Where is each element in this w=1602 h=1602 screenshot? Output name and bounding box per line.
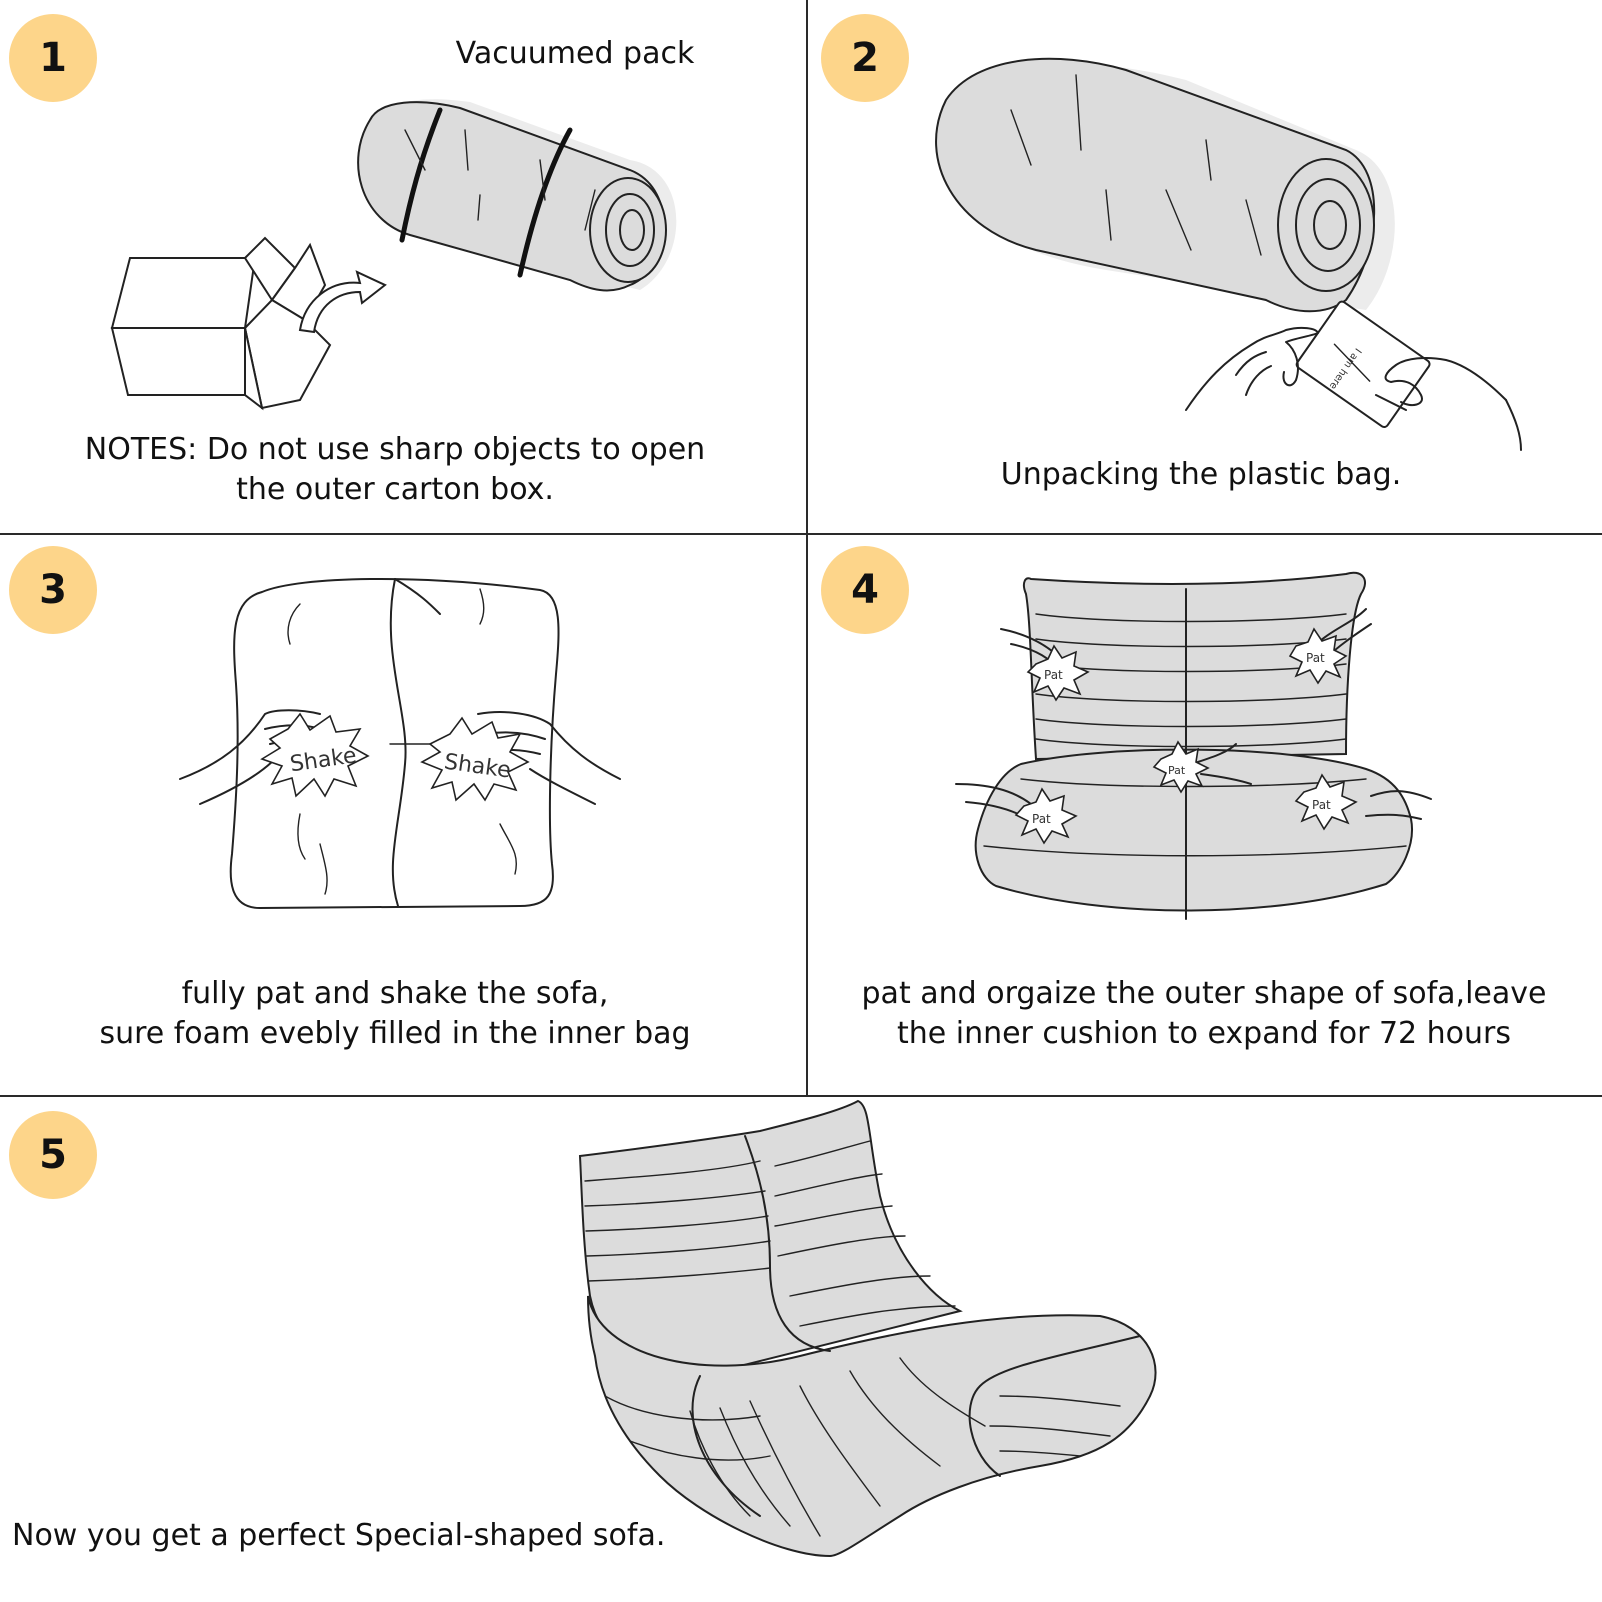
step-1-panel: 1 Vacuumed pack NOT bbox=[0, 0, 806, 533]
step-3-panel: 3 Shake Shake fully pat and shake the so… bbox=[0, 534, 806, 1095]
caption-line: sure foam evebly filled in the inner bag bbox=[99, 1016, 691, 1051]
pat-burst: Pat bbox=[1288, 627, 1348, 685]
shake-burst-right: Shake bbox=[420, 716, 530, 802]
divider-horizontal-1 bbox=[0, 533, 1602, 535]
hand-right-icon bbox=[1375, 356, 1522, 451]
caption-line: the inner cushion to expand for 72 hours bbox=[896, 1016, 1512, 1051]
sofa-seat bbox=[974, 748, 1413, 912]
step-4-badge: 4 bbox=[821, 546, 909, 634]
burst-label: Pat bbox=[1044, 668, 1063, 682]
vacuum-roll bbox=[357, 101, 665, 292]
burst-label: Pat bbox=[1312, 798, 1331, 812]
step-3-illustration: Shake Shake bbox=[179, 577, 621, 910]
step-2-illustration: I am here bbox=[935, 57, 1522, 451]
step-4-caption: pat and orgaize the outer shape of sofa,… bbox=[806, 974, 1602, 1054]
arrow-icon bbox=[298, 270, 387, 334]
step-2-badge: 2 bbox=[821, 14, 909, 102]
step-1-badge: 1 bbox=[9, 14, 97, 102]
caption-line: pat and orgaize the outer shape of sofa,… bbox=[861, 976, 1547, 1011]
hand-left-icon bbox=[1185, 326, 1319, 411]
step-5-illustration bbox=[578, 1099, 1157, 1558]
step-3-badge: 3 bbox=[9, 546, 97, 634]
burst-label: Pat bbox=[1032, 812, 1051, 826]
step-4-panel: 4 Pat Pat Pat bbox=[806, 534, 1602, 1095]
caption-line: the outer carton box. bbox=[236, 472, 554, 507]
step-4-illustration: Pat Pat Pat Pat Pat bbox=[955, 571, 1432, 920]
step-1-title: Vacuumed pack bbox=[455, 36, 695, 71]
label-card: I am here bbox=[1295, 300, 1431, 429]
pat-burst: Pat bbox=[1294, 773, 1358, 831]
step-5-badge: 5 bbox=[9, 1111, 97, 1199]
step-3-caption: fully pat and shake the sofa, sure foam … bbox=[0, 974, 790, 1054]
finished-sofa-backrest bbox=[578, 1099, 963, 1378]
shake-burst-left: Shake bbox=[260, 712, 370, 798]
divider-vertical-top bbox=[806, 0, 808, 1096]
pat-burst: Pat bbox=[1014, 787, 1078, 845]
divider-horizontal-2 bbox=[0, 1095, 1602, 1097]
plastic-bag-roll bbox=[935, 57, 1376, 313]
caption-line: Unpacking the plastic bag. bbox=[1000, 457, 1402, 492]
caption-line: fully pat and shake the sofa, bbox=[181, 976, 609, 1011]
burst-label: Pat bbox=[1168, 764, 1186, 777]
step-5-caption: Now you get a perfect Special-shaped sof… bbox=[12, 1516, 665, 1556]
burst-label: Pat bbox=[1306, 651, 1325, 665]
step-5-panel: 5 Now you get a perfect Specia bbox=[0, 1096, 1602, 1602]
step-1-illustration bbox=[110, 99, 677, 411]
pat-burst: Pat bbox=[1026, 644, 1090, 702]
pat-burst: Pat bbox=[1152, 740, 1210, 794]
step-2-panel: 2 I am here Unpacking the pl bbox=[806, 0, 1602, 533]
caption-line: Now you get a perfect Special-shaped sof… bbox=[12, 1518, 666, 1553]
step-1-caption: NOTES: Do not use sharp objects to open … bbox=[0, 430, 790, 510]
carton-box-icon bbox=[110, 236, 332, 411]
caption-line: NOTES: Do not use sharp objects to open bbox=[84, 432, 706, 467]
step-2-caption: Unpacking the plastic bag. bbox=[806, 455, 1596, 495]
